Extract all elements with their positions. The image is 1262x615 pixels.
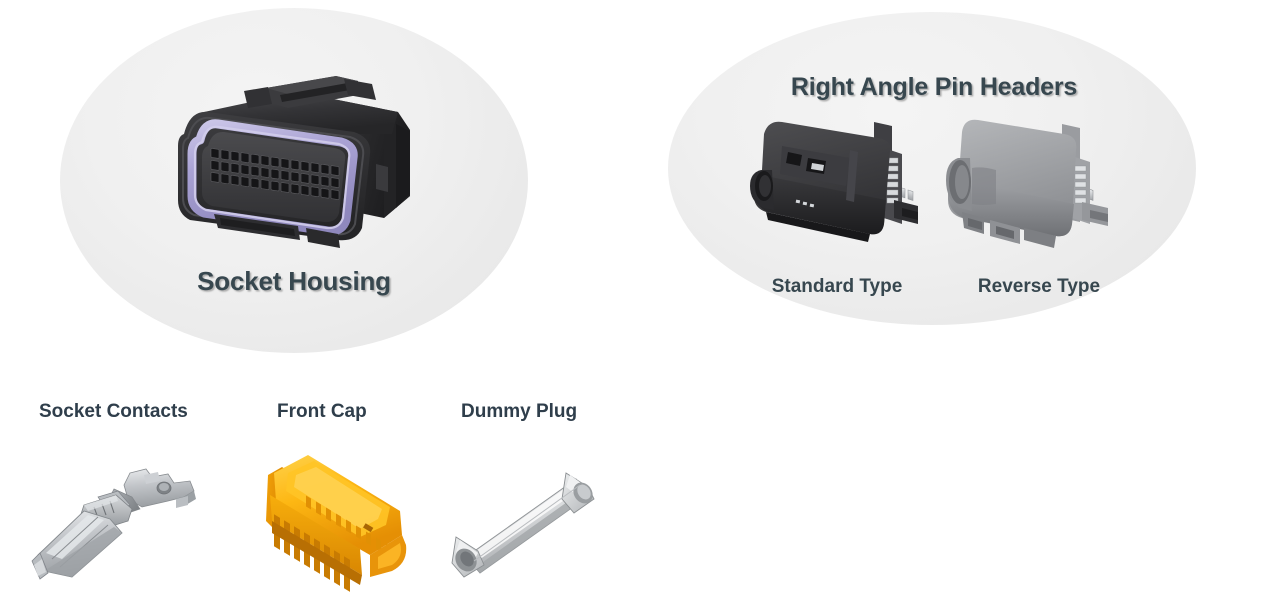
reverse-type-image (938, 108, 1138, 268)
front-cap-image (252, 445, 427, 600)
standard-type-image (742, 108, 942, 268)
pin-headers-group-title: Right Angle Pin Headers (790, 73, 1078, 101)
reverse-type-label: Reverse Type (977, 276, 1101, 297)
socket-housing-group-title: Socket Housing (197, 266, 391, 296)
pin-headers-group-backdrop (668, 12, 1196, 325)
socket-housing-image (148, 68, 458, 258)
standard-type-label: Standard Type (771, 276, 903, 297)
dummy-plug-image (440, 465, 620, 585)
dummy-plug-label: Dummy Plug (461, 401, 578, 422)
socket-contacts-label: Socket Contacts (39, 401, 188, 422)
front-cap-label: Front Cap (277, 401, 367, 422)
socket-contact-image (18, 455, 208, 595)
